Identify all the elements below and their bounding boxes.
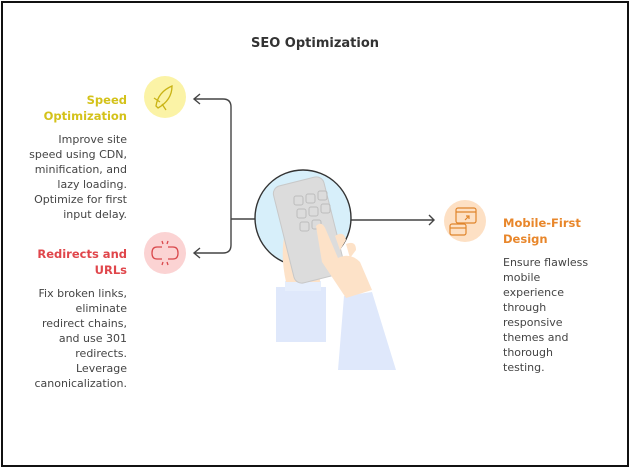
description-line: themes and — [503, 331, 569, 344]
description-line: eliminate — [75, 302, 127, 315]
description-line: responsive — [503, 316, 563, 329]
description-line: input delay. — [63, 208, 127, 221]
heading-line: URLs — [94, 263, 127, 277]
responsive-windows-icon — [444, 200, 486, 242]
heading-line: Redirects and — [37, 247, 127, 261]
mobile-first-design-heading: Mobile-First Design — [503, 215, 588, 247]
hand-phone-illustration — [254, 169, 396, 370]
description-line: Optimize for first — [34, 193, 127, 206]
redirects-urls-block: Redirects and URLs Fix broken links, eli… — [34, 246, 127, 391]
heading-line: Optimization — [43, 109, 127, 123]
description-line: experience — [503, 286, 564, 299]
description-line: Improve site — [58, 133, 127, 146]
speed-optimization-heading: Speed Optimization — [29, 92, 127, 124]
redirects-urls-heading: Redirects and URLs — [34, 246, 127, 278]
description-line: and use 301 — [58, 332, 127, 345]
description-line: lazy loading. — [57, 178, 127, 191]
description-line: mobile — [503, 271, 541, 284]
connector-lines — [192, 93, 435, 259]
description-line: redirect chains, — [41, 317, 127, 330]
description-line: Leverage — [76, 362, 127, 375]
description-line: through — [503, 301, 547, 314]
description-line: canonicalization. — [34, 377, 127, 390]
description-line: Fix broken links, — [38, 287, 127, 300]
rocket-icon — [144, 76, 186, 118]
heading-line: Speed — [86, 93, 127, 107]
description-line: Ensure flawless — [503, 256, 589, 269]
broken-link-icon — [144, 232, 186, 274]
description-line: redirects. — [75, 347, 127, 360]
description-line: speed using CDN, — [29, 148, 127, 161]
heading-line: Mobile-First — [503, 216, 581, 230]
description-line: minification, and — [34, 163, 127, 176]
description-line: testing. — [503, 361, 545, 374]
diagram-title: SEO Optimization — [250, 36, 380, 51]
description-line: thorough — [503, 346, 553, 359]
mobile-first-design-block: Mobile-First Design Ensure flawless mobi… — [503, 215, 588, 375]
heading-line: Design — [503, 232, 548, 246]
speed-optimization-block: Speed Optimization Improve site speed us… — [29, 92, 127, 222]
